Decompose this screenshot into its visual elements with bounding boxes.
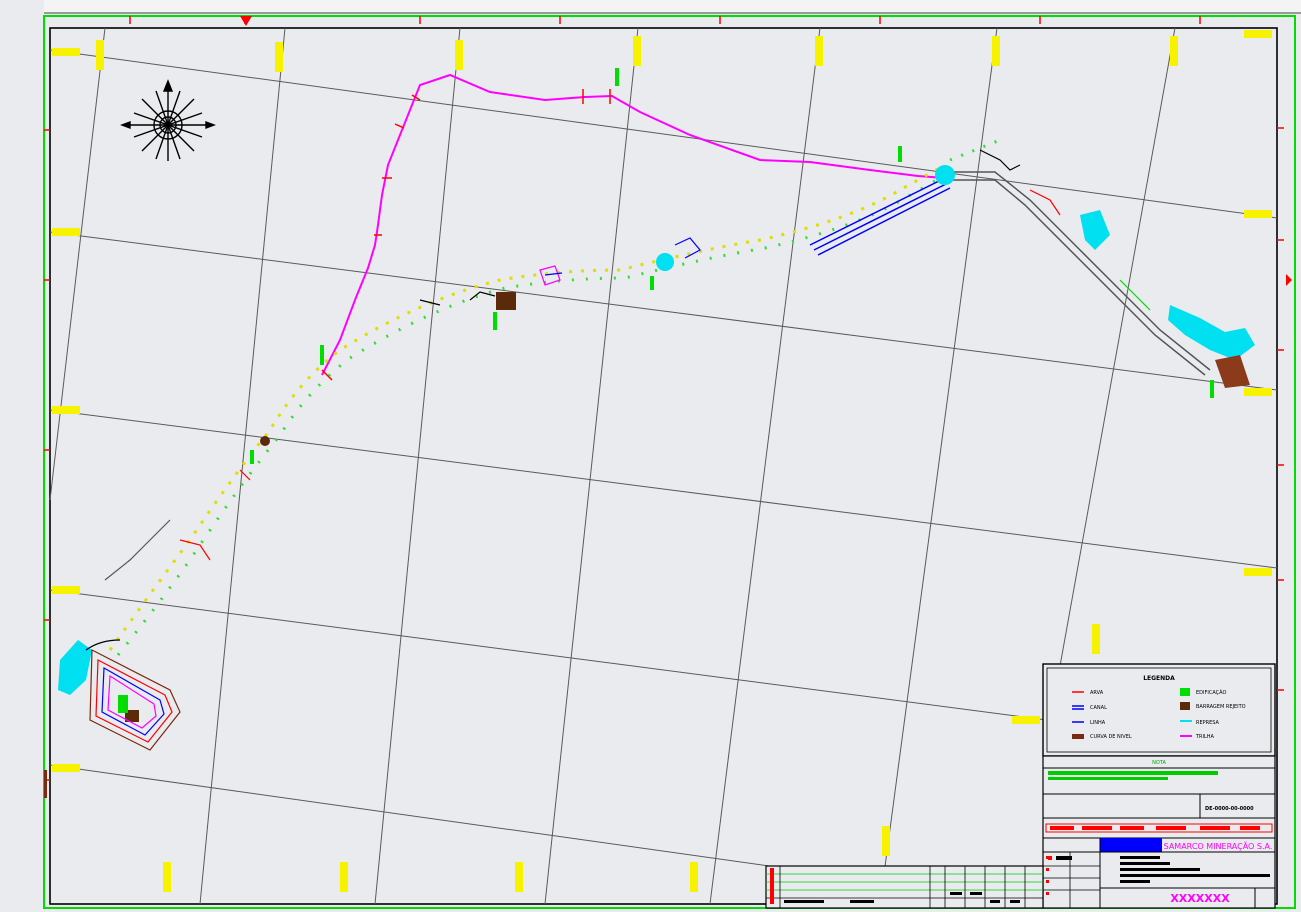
coordinate-grid	[49, 27, 1278, 905]
frame-outer	[43, 15, 1296, 909]
legend-item-6: BARRAGEM REJEITO	[1196, 704, 1246, 710]
drawing-number: XXXXXXX	[1170, 892, 1230, 905]
corridor-features	[179, 149, 1151, 561]
reservoirs	[58, 165, 1255, 695]
grid-coordinate-labels	[52, 30, 1272, 892]
legend-title: LEGENDA	[1143, 675, 1175, 682]
legend-item-3: LINHA	[1090, 720, 1106, 726]
trail-markers	[321, 89, 611, 381]
buildings-green	[118, 68, 1214, 713]
legend-item-5: EDIFICAÇÃO	[1196, 689, 1226, 696]
compass-rose-icon	[120, 79, 216, 161]
road-blue	[809, 177, 951, 256]
frame-inner	[49, 27, 1278, 905]
north-marker-top	[240, 16, 252, 26]
legend-item-7: REPRESA	[1196, 720, 1220, 726]
edge-marker	[44, 770, 47, 798]
viewport-top-toolbar	[44, 0, 1301, 14]
revision-table	[765, 865, 1044, 909]
frame-ticks	[44, 16, 1284, 781]
legend-item-2: CANAL	[1090, 705, 1107, 711]
notes-panel: NOTA DE-0000-00-0000 SAMARCO MINERAÇÃO S…	[1042, 755, 1276, 909]
site-plan-bottom-left	[85, 519, 181, 751]
road-access	[945, 171, 1211, 376]
legend-item-8: TRILHA	[1195, 734, 1215, 740]
company-name: SAMARCO MINERAÇÃO S.A.	[1164, 841, 1273, 851]
legend-item-4: CURVA DE NIVEL	[1090, 734, 1132, 740]
notes-heading: NOTA	[1152, 760, 1166, 766]
legend-item-1: ARVA	[1090, 690, 1104, 696]
structures-brown	[125, 292, 1250, 722]
marker-right	[1286, 274, 1292, 286]
trail-path	[321, 73, 946, 376]
sheet-code: DE-0000-00-0000	[1205, 806, 1254, 812]
legend-panel: LEGENDA ARVA CANAL LINHA CURVA DE NIVEL …	[1042, 663, 1276, 757]
